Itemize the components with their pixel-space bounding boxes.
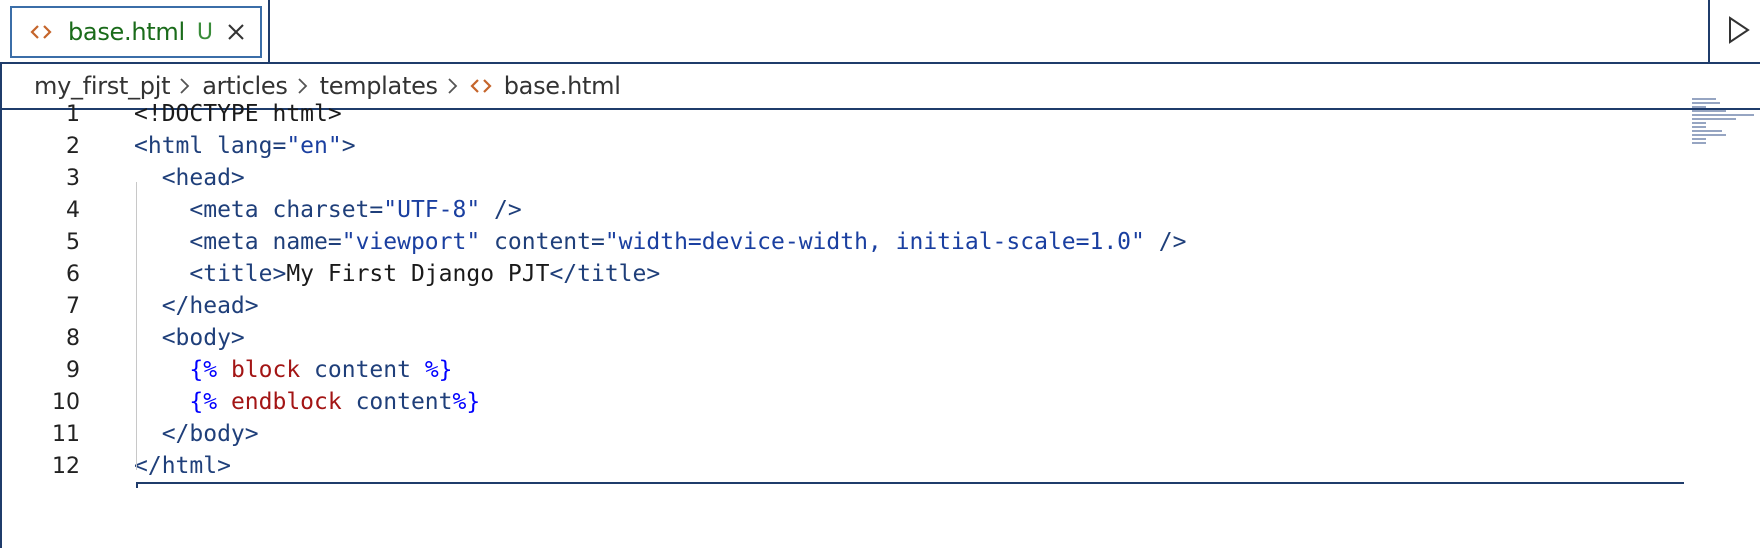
code-text: <head> bbox=[134, 165, 245, 191]
code-line[interactable]: 5 <meta name="viewport" content="width=d… bbox=[2, 224, 1682, 260]
tab-divider bbox=[268, 0, 270, 64]
line-number: 2 bbox=[66, 133, 80, 159]
untracked-badge: U bbox=[196, 19, 213, 45]
line-number: 11 bbox=[52, 421, 80, 447]
line-number: 1 bbox=[66, 101, 80, 127]
code-line[interactable]: 3 <head> bbox=[2, 160, 1682, 196]
breadcrumb-item-templates[interactable]: templates bbox=[319, 72, 438, 100]
code-token: <title> bbox=[134, 261, 287, 287]
breadcrumb-item-my-first-pjt[interactable]: my_first_pjt bbox=[34, 72, 171, 100]
line-number: 4 bbox=[66, 197, 80, 223]
code-token: "width=device-width, initial-scale=1.0" bbox=[604, 229, 1145, 255]
tab-bar: base.html U bbox=[0, 0, 1760, 64]
code-token: </title> bbox=[549, 261, 661, 287]
code-line[interactable]: 10 {% endblock content%} bbox=[2, 384, 1682, 420]
line-number: 3 bbox=[66, 165, 80, 191]
code-token: "en" bbox=[286, 133, 342, 159]
editor-left-border bbox=[0, 0, 2, 548]
code-token: {% bbox=[134, 357, 231, 383]
line-number: 8 bbox=[66, 325, 80, 351]
code-token: endblock bbox=[230, 389, 342, 415]
code-token: <!DOCTYPE html> bbox=[134, 101, 342, 127]
code-text: <body> bbox=[134, 325, 245, 351]
code-line[interactable]: 2 <html lang="en"> bbox=[2, 128, 1682, 164]
code-token: <body> bbox=[134, 325, 245, 351]
code-text: {% block content %} bbox=[134, 357, 453, 383]
code-text: </html> bbox=[134, 453, 231, 479]
code-token: %} bbox=[424, 357, 453, 383]
breadcrumb-item-articles[interactable]: articles bbox=[202, 72, 288, 100]
close-icon[interactable] bbox=[225, 21, 247, 43]
tab-label: base.html bbox=[68, 18, 185, 46]
code-text: {% endblock content%} bbox=[134, 389, 480, 415]
code-token: </head> bbox=[134, 293, 259, 319]
code-line[interactable]: 11 </body> bbox=[2, 416, 1682, 452]
code-token: <head> bbox=[134, 165, 245, 191]
html-file-icon bbox=[30, 18, 58, 46]
code-token: "UTF-8" bbox=[383, 197, 481, 223]
code-line[interactable]: 1 <!DOCTYPE html> bbox=[2, 96, 1682, 132]
indent-guide bbox=[136, 182, 137, 470]
code-token: "viewport" bbox=[341, 229, 481, 255]
code-token: content bbox=[341, 389, 453, 415]
code-token: %} bbox=[452, 389, 481, 415]
code-text: </body> bbox=[134, 421, 259, 447]
code-token: <meta name= bbox=[134, 229, 342, 255]
toolbar-divider bbox=[1708, 0, 1710, 64]
code-editor[interactable]: 1<!DOCTYPE html>2<html lang="en">3 <head… bbox=[2, 98, 1760, 548]
code-line[interactable]: 7 </head> bbox=[2, 288, 1682, 324]
play-icon bbox=[1727, 16, 1751, 48]
html-file-icon bbox=[470, 73, 496, 99]
code-line[interactable]: 12 </html> bbox=[2, 448, 1682, 484]
code-text: <meta charset="UTF-8" /> bbox=[134, 197, 522, 223]
code-token: block bbox=[230, 357, 301, 383]
line-number: 5 bbox=[66, 229, 80, 255]
line-number: 12 bbox=[52, 453, 80, 479]
code-token: </body> bbox=[134, 421, 259, 447]
chevron-right-icon bbox=[446, 75, 462, 97]
code-line[interactable]: 8 <body> bbox=[2, 320, 1682, 356]
code-token: content bbox=[300, 357, 425, 383]
code-text: <html lang="en"> bbox=[134, 133, 356, 159]
code-text: </head> bbox=[134, 293, 259, 319]
tab-base-html[interactable]: base.html U bbox=[10, 6, 262, 58]
code-line[interactable]: 4 <meta charset="UTF-8" /> bbox=[2, 192, 1682, 228]
line-number: 6 bbox=[66, 261, 80, 287]
line-number: 9 bbox=[66, 357, 80, 383]
chevron-right-icon bbox=[296, 75, 312, 97]
code-token: <html lang= bbox=[134, 133, 287, 159]
current-line-highlight bbox=[136, 482, 1684, 488]
code-line[interactable]: 9 {% block content %} bbox=[2, 352, 1682, 388]
run-button[interactable] bbox=[1722, 14, 1756, 50]
code-token: > bbox=[341, 133, 356, 159]
code-token: My First Django PJT bbox=[286, 261, 550, 287]
line-number: 10 bbox=[52, 389, 80, 415]
chevron-right-icon bbox=[178, 75, 194, 97]
code-text: <!DOCTYPE html> bbox=[134, 101, 342, 127]
code-token: {% bbox=[134, 389, 231, 415]
breadcrumb: my_first_pjt articles templates base.htm… bbox=[0, 64, 1760, 110]
code-line[interactable]: 6 <title>My First Django PJT</title> bbox=[2, 256, 1682, 292]
code-token: /> bbox=[1144, 229, 1187, 255]
breadcrumb-item-file[interactable]: base.html bbox=[503, 72, 621, 100]
code-text: <title>My First Django PJT</title> bbox=[134, 261, 660, 287]
line-number: 7 bbox=[66, 293, 80, 319]
code-token: content= bbox=[480, 229, 605, 255]
minimap[interactable] bbox=[1692, 98, 1758, 148]
code-text: <meta name="viewport" content="width=dev… bbox=[134, 229, 1186, 255]
code-token: </html> bbox=[134, 453, 231, 479]
code-token: /> bbox=[480, 197, 522, 223]
code-token: <meta charset= bbox=[134, 197, 384, 223]
